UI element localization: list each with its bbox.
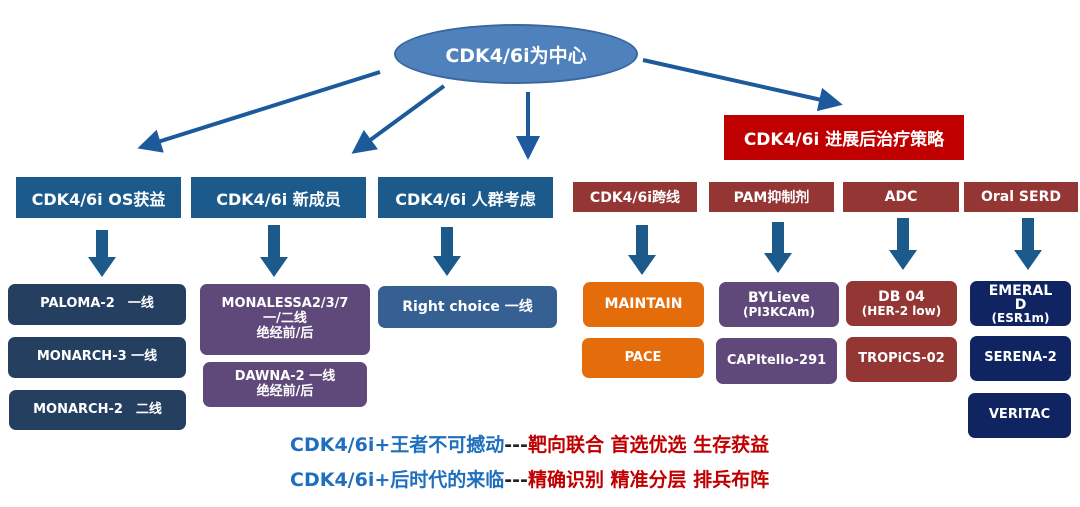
trial-label: PALOMA-2 一线 [40, 296, 154, 312]
trial-bylieve: BYLieve (PI3KCAm) [719, 282, 839, 327]
trial-label: MONARCH-3 一线 [36, 349, 158, 365]
trial-label: SERENA-2 [984, 350, 1057, 366]
category-label: ADC [884, 189, 918, 205]
trial-monarch-2: MONARCH-2 二线 [9, 390, 186, 430]
trial-label: MONALESSA2/3/7 [221, 296, 349, 312]
trial-paloma-2: PALOMA-2 一线 [8, 284, 186, 325]
category-adc: ADC [843, 182, 959, 212]
down-arrow-crossline [628, 225, 656, 275]
center-node-label: CDK4/6i为中心 [445, 44, 587, 67]
category-population: CDK4/6i 人群考虑 [378, 177, 553, 218]
category-label: Oral SERD [981, 189, 1061, 205]
trial-db-04: DB 04 (HER-2 low) [846, 281, 957, 326]
trial-label: Right choice 一线 [402, 298, 533, 315]
trial-label: TROPiCS-02 [858, 351, 945, 367]
trial-biomarker: (ESR1m) [991, 310, 1050, 325]
down-arrow-pam [764, 222, 792, 273]
category-label: PAM抑制剂 [733, 190, 810, 206]
trial-label-cont: D [1014, 296, 1027, 313]
tagline-1: CDK4/6i+王者不可撼动---靶向联合 首选优选 生存获益 [290, 430, 769, 457]
category-label: CDK4/6i 新成员 [216, 189, 341, 209]
trial-label: EMERAL [988, 282, 1053, 299]
trial-biomarker: (HER-2 low) [861, 303, 942, 318]
category-label: CDK4/6i OS获益 [31, 189, 166, 209]
trial-tropics-02: TROPiCS-02 [846, 337, 957, 382]
arrow-to-os-benefit [137, 70, 381, 153]
tagline-lead: CDK4/6i+王者不可撼动 [290, 434, 505, 456]
category-label: CDK4/6i跨线 [589, 190, 681, 206]
trial-menopause: 绝经前/后 [256, 383, 314, 399]
tagline-tail: 精确识别 精准分层 排兵布阵 [527, 469, 770, 491]
trial-pace: PACE [582, 338, 704, 378]
down-arrow-adc [889, 218, 917, 270]
trial-maintain: MAINTAIN [583, 282, 704, 327]
center-node: CDK4/6i为中心 [394, 24, 638, 84]
trial-label: BYLieve [748, 289, 810, 306]
trial-serena-2: SERENA-2 [970, 336, 1071, 381]
trial-label: DB 04 [878, 288, 925, 305]
tagline-tail: 靶向联合 首选优选 生存获益 [527, 434, 770, 456]
post-progression-label: CDK4/6i 进展后治疗策略 [743, 130, 945, 150]
down-arrow-population [433, 227, 461, 276]
tagline-separator: --- [504, 469, 528, 491]
trial-line: 一/二线 [263, 311, 307, 327]
post-progression-header: CDK4/6i 进展后治疗策略 [724, 115, 964, 160]
tagline-2: CDK4/6i+后时代的来临---精确识别 精准分层 排兵布阵 [290, 465, 769, 492]
trial-label: PACE [624, 349, 662, 365]
arrow-to-post-progression [642, 58, 843, 112]
category-label: CDK4/6i 人群考虑 [395, 189, 536, 209]
tagline-lead: CDK4/6i+后时代的来临 [290, 469, 505, 491]
down-arrow-os [88, 230, 116, 277]
trial-label: MONARCH-2 二线 [33, 401, 162, 417]
category-new-members: CDK4/6i 新成员 [191, 177, 366, 218]
trial-menopause: 绝经前/后 [256, 325, 314, 341]
arrow-to-new-members [351, 84, 446, 154]
trial-veritac: VERITAC [968, 393, 1071, 438]
down-arrow-serd [1014, 218, 1042, 270]
trial-right-choice: Right choice 一线 [378, 286, 557, 328]
category-crossline: CDK4/6i跨线 [573, 182, 697, 212]
category-pam-inhibitor: PAM抑制剂 [709, 182, 834, 212]
trial-label: VERITAC [988, 407, 1051, 423]
trial-dawna-2: DAWNA-2 一线 绝经前/后 [203, 362, 367, 407]
trial-biomarker: (PI3KCAm) [743, 304, 815, 319]
trial-monarch-3: MONARCH-3 一线 [8, 337, 186, 378]
trial-emerald: EMERAL D (ESR1m) [970, 281, 1071, 326]
down-arrow-new [260, 225, 288, 277]
trial-monalessa: MONALESSA2/3/7 一/二线 绝经前/后 [200, 284, 370, 355]
trial-label: DAWNA-2 一线 [234, 368, 336, 384]
category-oral-serd: Oral SERD [964, 182, 1078, 212]
category-os-benefit: CDK4/6i OS获益 [16, 177, 181, 218]
trial-capitello-291: CAPItello-291 [716, 338, 837, 384]
trial-label: MAINTAIN [604, 296, 683, 313]
trial-label: CAPItello-291 [726, 352, 827, 368]
tagline-separator: --- [504, 434, 528, 456]
